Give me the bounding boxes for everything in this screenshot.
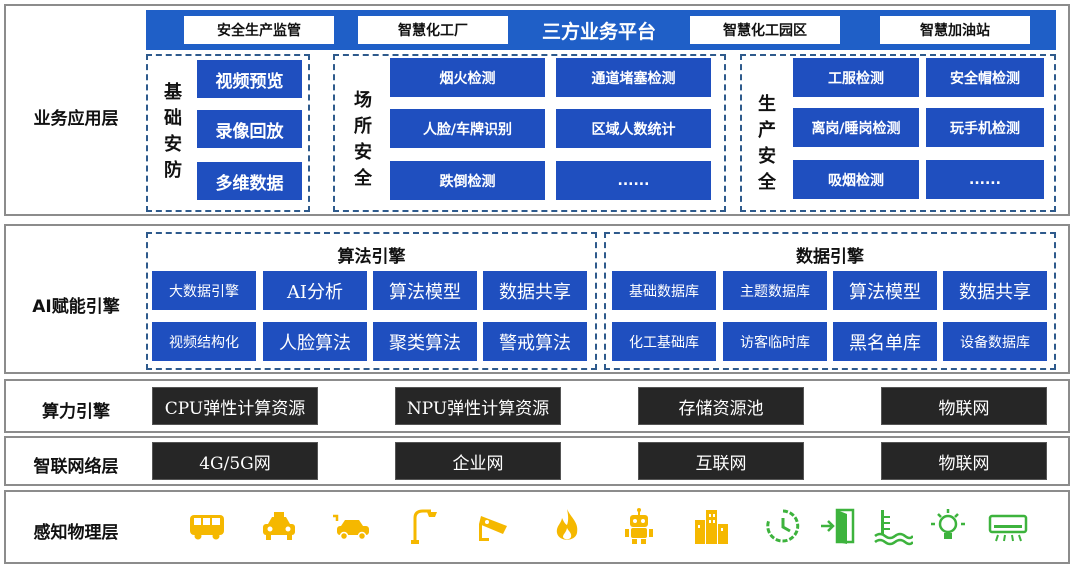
timer-icon — [763, 506, 803, 546]
chemical-base-library-button[interactable]: 化工基础库 — [612, 322, 716, 361]
production-security-title: 生产安全 — [758, 94, 776, 193]
video-preview-button[interactable]: 视频预览 — [197, 60, 302, 98]
robot-icon — [619, 506, 659, 546]
basic-security-title: 基础安防 — [164, 82, 182, 181]
smoke-fire-detection-button[interactable]: 烟火检测 — [390, 58, 545, 97]
site-security-title: 场所安全 — [354, 90, 372, 189]
helmet-detection-button[interactable]: 安全帽检测 — [926, 58, 1044, 97]
fall-detection-button[interactable]: 跌倒检测 — [390, 161, 545, 200]
blacklist-library-button[interactable]: 黑名单库 — [833, 322, 937, 361]
lightbulb-icon — [928, 506, 968, 546]
alert-algorithm-button[interactable]: 警戒算法 — [483, 322, 587, 361]
visitor-temp-library-button[interactable]: 访客临时库 — [723, 322, 827, 361]
face-plate-recognition-button[interactable]: 人脸/车牌识别 — [390, 109, 545, 148]
data-engine-title: 数据引擎 — [796, 247, 864, 267]
video-structuring-button[interactable]: 视频结构化 — [152, 322, 256, 361]
production-security-group — [740, 54, 1056, 212]
electric-car-icon — [331, 506, 371, 546]
data-engine-group — [604, 232, 1056, 370]
network-internet-button[interactable]: 互联网 — [638, 442, 804, 480]
topic-database-button[interactable]: 主题数据库 — [723, 271, 827, 310]
algo-data-sharing-button[interactable]: 数据共享 — [483, 271, 587, 310]
water-level-icon — [873, 506, 914, 546]
base-database-button[interactable]: 基础数据库 — [612, 271, 716, 310]
algo-model-button[interactable]: 算法模型 — [373, 271, 477, 310]
air-conditioner-icon — [988, 506, 1028, 546]
taxi-icon — [259, 506, 299, 546]
site-security-group — [333, 54, 726, 212]
data-algo-model-button[interactable]: 算法模型 — [833, 271, 937, 310]
smoking-detection-button[interactable]: 吸烟检测 — [793, 160, 919, 199]
production-more-button[interactable]: ...... — [926, 160, 1044, 199]
algorithm-engine-group — [146, 232, 597, 370]
phone-use-detection-button[interactable]: 玩手机检测 — [926, 108, 1044, 147]
platform-bar: 安全生产监管 智慧化工厂 三方业务平台 智慧化工园区 智慧加油站 — [146, 10, 1056, 50]
face-algorithm-button[interactable]: 人脸算法 — [263, 322, 367, 361]
clustering-algorithm-button[interactable]: 聚类算法 — [373, 322, 477, 361]
network-layer-label: 智联网络层 — [33, 457, 119, 477]
big-data-engine-button[interactable]: 大数据引擎 — [152, 271, 256, 310]
fire-icon — [547, 506, 587, 546]
network-enterprise-button[interactable]: 企业网 — [395, 442, 561, 480]
basic-security-group — [146, 54, 310, 212]
absence-sleep-detection-button[interactable]: 离岗/睡岗检测 — [793, 108, 919, 147]
business-layer-label: 业务应用层 — [33, 109, 119, 129]
platform-tab-smart-factory[interactable]: 智慧化工厂 — [358, 16, 508, 44]
street-lamp-icon — [403, 506, 443, 546]
network-iot-button[interactable]: 物联网 — [881, 442, 1047, 480]
compute-iot-button[interactable]: 物联网 — [881, 387, 1047, 425]
camera-icon — [475, 506, 515, 546]
door-exit-icon — [819, 506, 859, 546]
npu-compute-button[interactable]: NPU弹性计算资源 — [395, 387, 561, 425]
bus-icon — [187, 506, 227, 546]
perception-layer-label: 感知物理层 — [33, 523, 119, 543]
network-4g5g-button[interactable]: 4G/5G网 — [152, 442, 318, 480]
data-sharing-button[interactable]: 数据共享 — [943, 271, 1047, 310]
cpu-compute-button[interactable]: CPU弹性计算资源 — [152, 387, 318, 425]
platform-title: 三方业务平台 — [541, 20, 656, 43]
platform-tab-safety-supervision[interactable]: 安全生产监管 — [184, 16, 334, 44]
site-more-button[interactable]: ...... — [556, 161, 711, 200]
device-database-button[interactable]: 设备数据库 — [943, 322, 1047, 361]
passage-block-detection-button[interactable]: 通道堵塞检测 — [556, 58, 711, 97]
multi-data-button[interactable]: 多维数据 — [197, 162, 302, 200]
platform-tab-smart-park[interactable]: 智慧化工园区 — [690, 16, 840, 44]
storage-pool-button[interactable]: 存储资源池 — [638, 387, 804, 425]
ai-analysis-button[interactable]: AI分析 — [263, 271, 367, 310]
compute-layer-label: 算力引擎 — [42, 402, 110, 422]
buildings-icon — [691, 506, 731, 546]
perception-layer: 感知物理层 — [4, 490, 1070, 564]
ai-layer-label: AI赋能引擎 — [32, 297, 120, 317]
platform-tab-smart-gas-station[interactable]: 智慧加油站 — [880, 16, 1030, 44]
uniform-detection-button[interactable]: 工服检测 — [793, 58, 919, 97]
algorithm-engine-title: 算法引擎 — [337, 247, 406, 267]
video-playback-button[interactable]: 录像回放 — [197, 110, 302, 148]
area-headcount-button[interactable]: 区域人数统计 — [556, 109, 711, 148]
